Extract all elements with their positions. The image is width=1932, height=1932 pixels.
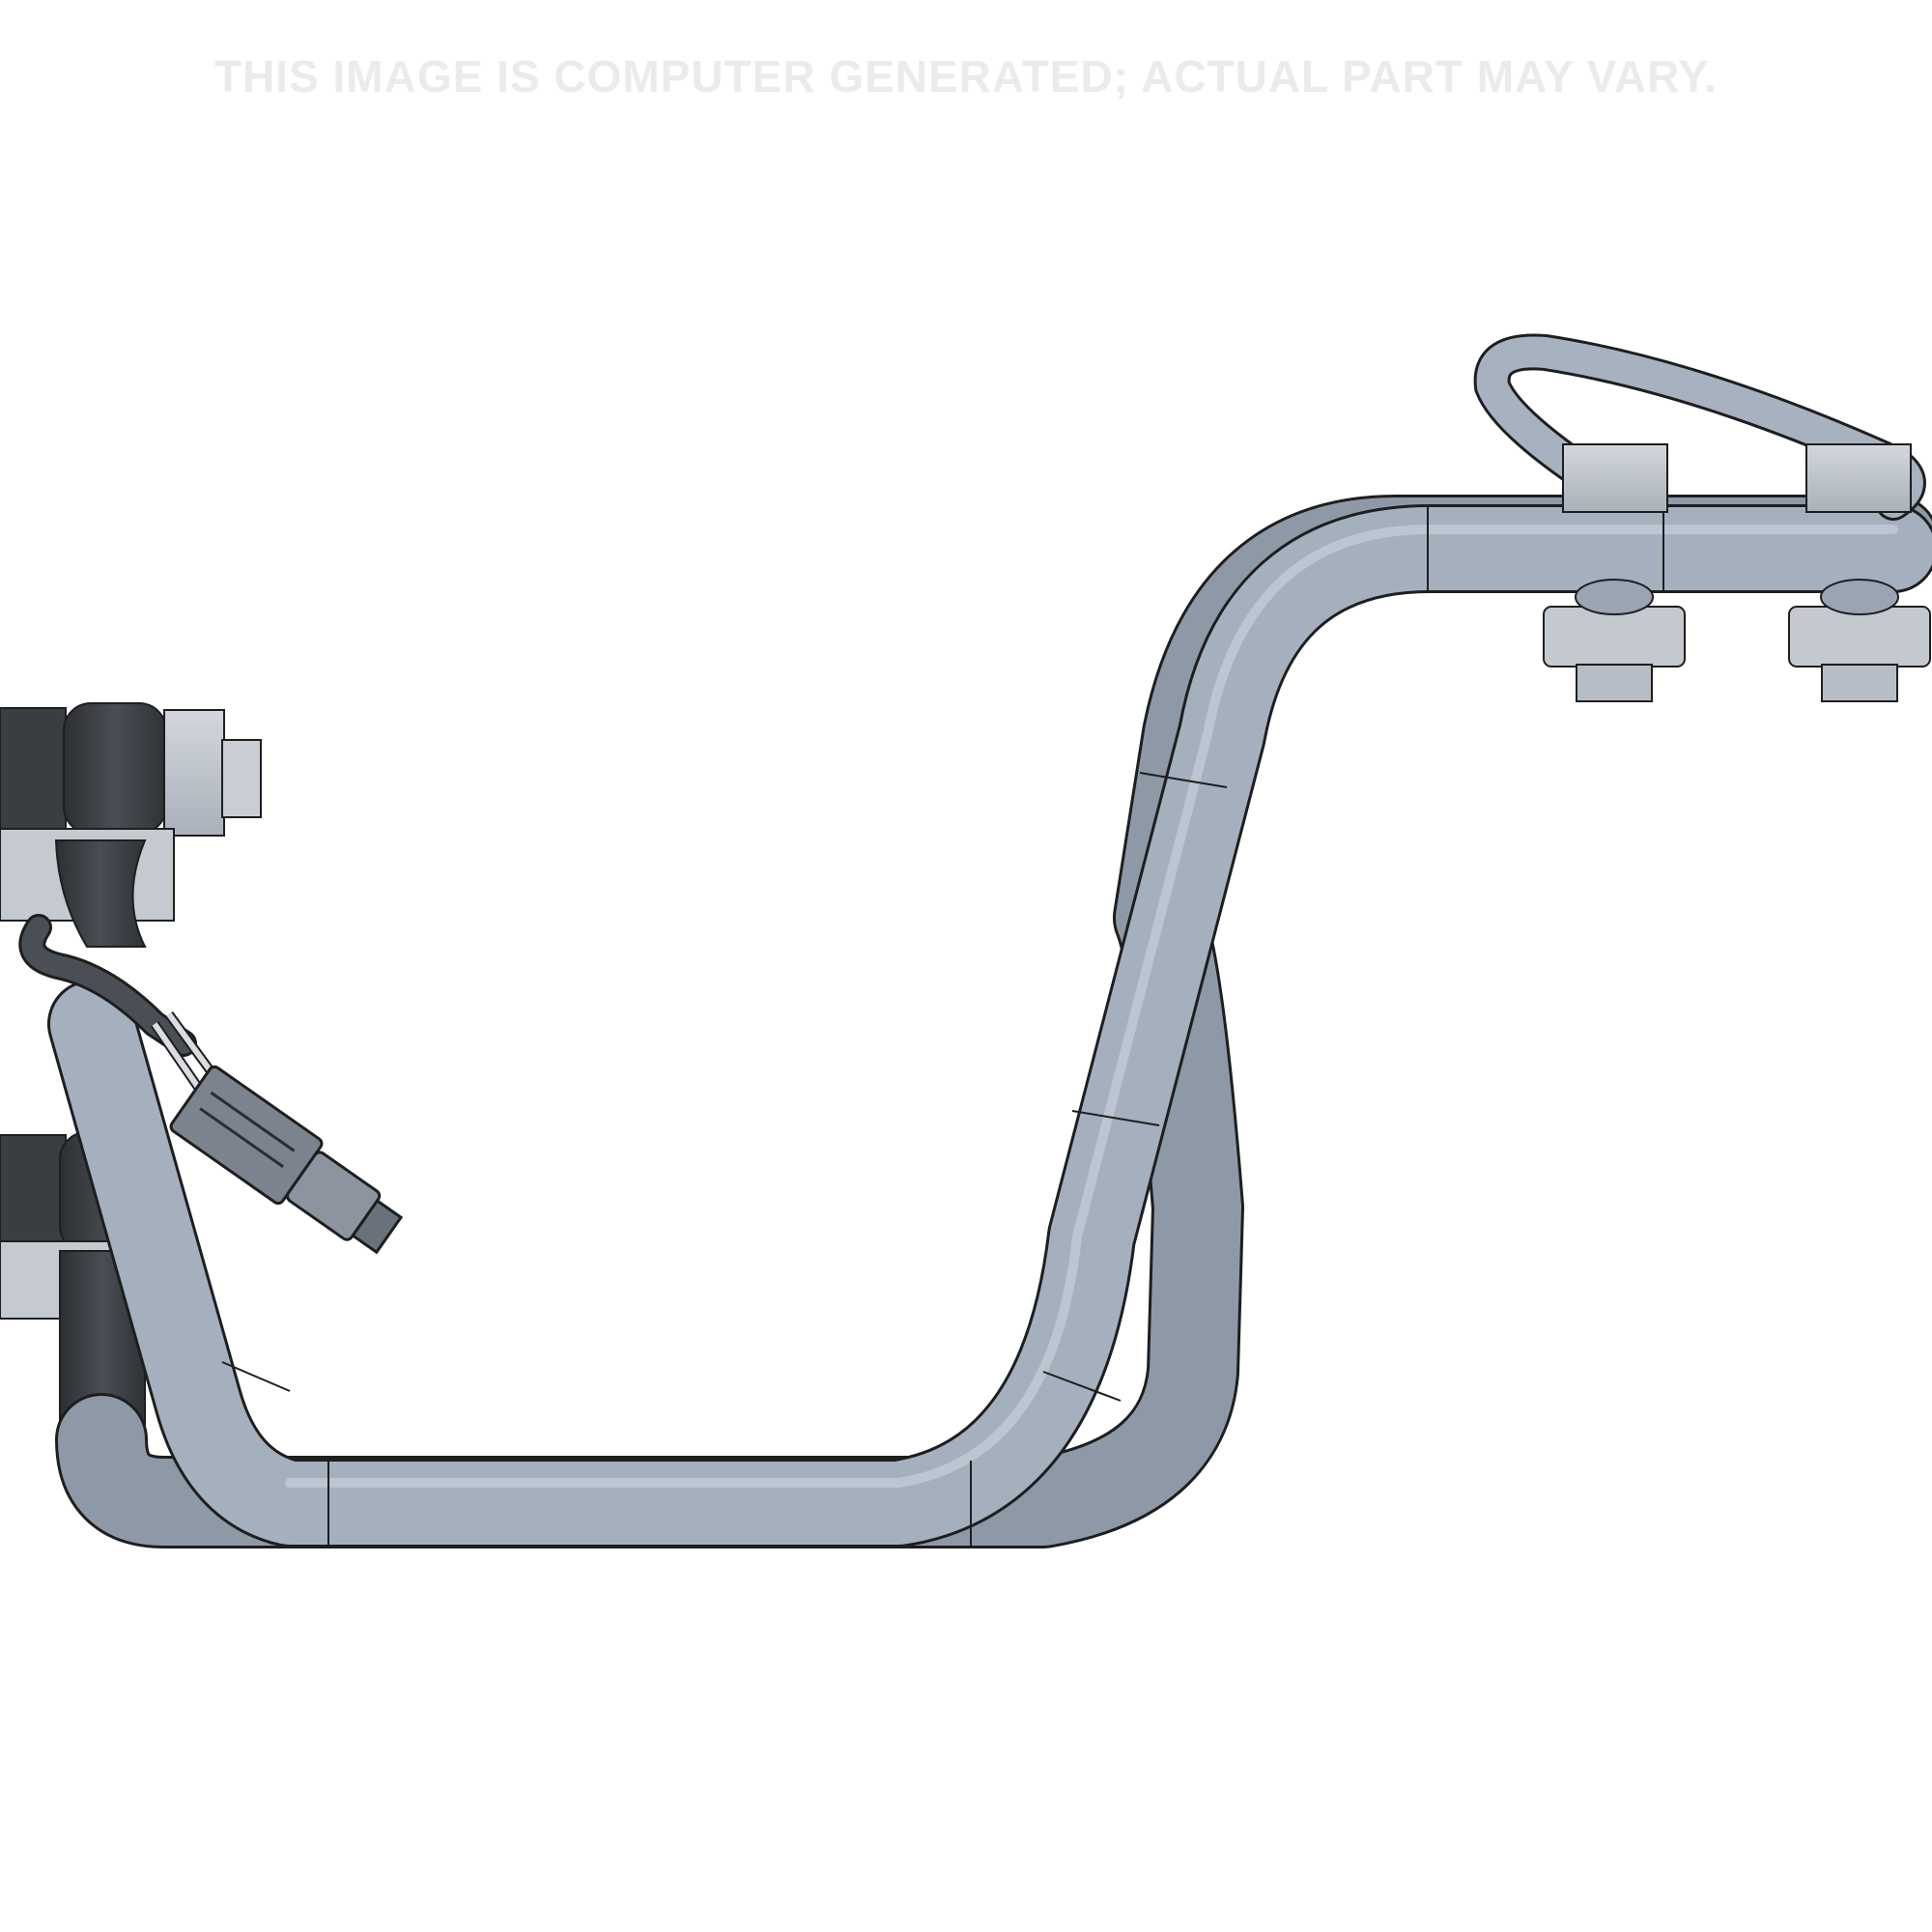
disclaimer-watermark: THIS IMAGE IS COMPUTER GENERATED; ACTUAL…	[213, 51, 1719, 101]
right-bracket-right	[1788, 443, 1931, 702]
right-bracket-left	[1543, 443, 1686, 702]
electrical-connector-icon	[169, 1065, 404, 1255]
tube-seams	[221, 506, 1664, 1546]
